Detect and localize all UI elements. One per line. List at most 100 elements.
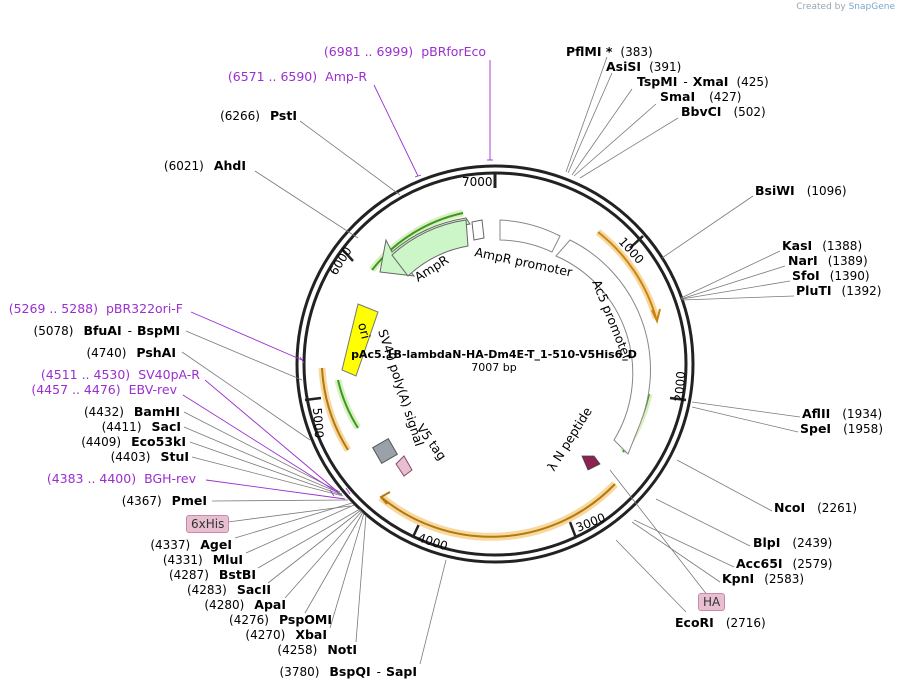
enzyme-kpni[interactable]: KpnI (2583)	[722, 571, 804, 586]
enzyme-smai[interactable]: SmaI(427)	[660, 89, 741, 104]
orf-green-left-line	[337, 379, 359, 429]
tag-ha[interactable]: HA	[698, 593, 726, 611]
ampr-promoter-box[interactable]	[471, 219, 485, 241]
primer-ampr-name: Amp-R	[325, 69, 367, 84]
leader-pshai	[181, 351, 311, 441]
enzyme-stui[interactable]: (4403)StuI	[111, 449, 189, 464]
enzyme-noti[interactable]: (4258)NotI	[277, 642, 357, 657]
primer-sv40par[interactable]: (4511 .. 4530)SV40pA-R	[41, 367, 200, 382]
enzyme-pflmi[interactable]: PflMI *(383)	[566, 44, 653, 59]
enzyme-psti[interactable]: (6266)PstI	[220, 108, 297, 123]
enzyme-kpni-pos: (2583)	[764, 572, 804, 586]
primer-ebvrev[interactable]: (4457 .. 4476)EBV-rev	[31, 382, 177, 397]
primer-mark-1	[329, 489, 335, 497]
enzyme-smai-name: SmaI	[660, 89, 695, 104]
enzyme-asisi[interactable]: AsiSI(391)	[606, 59, 681, 74]
enzyme-sfoi-pos: (1390)	[830, 269, 870, 283]
enzyme-pshai[interactable]: (4740)PshAI	[86, 345, 176, 360]
tick-5000	[304, 396, 322, 402]
leader-spei	[691, 406, 799, 433]
enzyme-pluti-pos: (1392)	[842, 284, 882, 298]
tick-3000	[568, 521, 578, 539]
enzyme-bstbi[interactable]: (4287)BstBI	[169, 567, 256, 582]
enzyme-bfuai-name: BfuAI	[83, 323, 121, 338]
enzyme-bbvci[interactable]: BbvCI(502)	[681, 104, 766, 119]
leader-pflmi	[565, 56, 608, 173]
enzyme-apai[interactable]: (4280)ApaI	[204, 597, 286, 612]
ampr-body[interactable]	[391, 219, 469, 277]
sv40-feature[interactable]	[372, 438, 398, 464]
orf-arc-main-line	[380, 483, 616, 538]
primer-leader-bghrev	[205, 479, 346, 500]
lambda-n-feature[interactable]	[581, 455, 601, 471]
enzyme-ecori[interactable]: EcoRI(2716)	[675, 615, 766, 630]
enzyme-bspmi-name: BspMI	[137, 323, 180, 338]
enzyme-ahdi[interactable]: (6021)AhdI	[164, 158, 246, 173]
enzyme-blpi[interactable]: BlpI(2439)	[753, 535, 832, 550]
enzyme-kpni-name: KpnI	[722, 571, 754, 586]
enzyme-pluti-name: PluTI	[796, 283, 832, 298]
tag-6xhis[interactable]: 6xHis	[186, 515, 230, 533]
primer-ampr[interactable]: (6571 .. 6590) Amp-R	[228, 69, 367, 84]
enzyme-agei-pos: (4337)	[150, 538, 190, 552]
enzyme-sfoi[interactable]: SfoI(1390)	[792, 268, 870, 283]
enzyme-pmei-name: PmeI	[172, 493, 207, 508]
enzyme-bspqi[interactable]: (3780)BspQI-SapI	[280, 664, 418, 679]
enzyme-spei[interactable]: SpeI(1958)	[800, 421, 883, 436]
enzyme-tspmi-name: TspMI	[637, 74, 677, 89]
leader-bsiwi	[661, 195, 754, 259]
primer-pbrforeco[interactable]: (6981 .. 6999)pBRforEco	[324, 44, 486, 59]
plasmid-name: pAc5.1B-lambdaN-HA-Dm4E-T_1-510-V5His6_D	[351, 348, 637, 361]
ampr-promoter-arc[interactable]	[499, 219, 561, 253]
enzyme-kasi-pos: (1388)	[822, 239, 862, 253]
primer-pbrforeco-name: pBRforEco	[421, 44, 486, 59]
leader-ncoi	[676, 459, 773, 512]
enzyme-xbai[interactable]: (4270)XbaI	[245, 627, 327, 642]
leader-pmei	[211, 499, 349, 502]
leader-mlui	[245, 504, 355, 554]
enzyme-apai-name: ApaI	[254, 597, 286, 612]
enzyme-ahdi-pos: (6021)	[164, 159, 204, 173]
tick-6000	[342, 249, 354, 262]
enzyme-sacii-pos: (4283)	[187, 583, 227, 597]
primer-bghrev-name: BGH-rev	[144, 471, 197, 486]
enzyme-eco53ki[interactable]: (4409)Eco53kI	[81, 434, 186, 449]
enzyme-pflmi-pos: (383)	[620, 45, 652, 59]
enzyme-tspmi[interactable]: TspMI-XmaI(425)	[637, 74, 769, 89]
enzyme-nari[interactable]: NarI(1389)	[788, 253, 868, 268]
primer-pbr322ori[interactable]: (5269 .. 5288)pBR322ori-F	[9, 301, 183, 316]
enzyme-saci[interactable]: (4411)SacI	[102, 419, 181, 434]
enzyme-bamhi[interactable]: (4432)BamHI	[84, 404, 180, 419]
orf-arc-1-line	[597, 231, 657, 319]
enzyme-acc65i[interactable]: Acc65I(2579)	[736, 556, 832, 571]
enzyme-aflii[interactable]: AflII(1934)	[802, 406, 882, 421]
leader-bamhi	[183, 411, 341, 493]
primer-ampr-range: (6571 .. 6590)	[228, 69, 317, 84]
enzyme-ecori-name: EcoRI	[675, 615, 714, 630]
enzyme-kasi[interactable]: KasI(1388)	[782, 238, 862, 253]
enzyme-sapi-name: SapI	[386, 664, 417, 679]
leader-smai	[573, 103, 657, 177]
primer-bghrev-range: (4383 .. 4400)	[47, 471, 136, 486]
enzyme-ncoi[interactable]: NcoI(2261)	[774, 500, 857, 515]
enzyme-sacii[interactable]: (4283)SacII	[187, 582, 271, 597]
v5-feature[interactable]	[395, 455, 413, 477]
enzyme-pluti[interactable]: PluTI (1392)	[796, 283, 881, 298]
primer-ebvrev-name: EBV-rev	[129, 382, 178, 397]
leader-blpi	[655, 498, 751, 547]
enzyme-bfuai[interactable]: (5078)BfuAI-BspMI	[34, 323, 180, 338]
leader-psti	[299, 120, 401, 196]
enzyme-eco53ki-pos: (4409)	[81, 435, 121, 449]
enzyme-agei[interactable]: (4337)AgeI	[150, 537, 232, 552]
leader-kasi	[680, 250, 781, 299]
enzyme-mlui[interactable]: (4331)MluI	[163, 552, 243, 567]
ac5-promoter-arc[interactable]	[555, 239, 651, 455]
enzyme-pspomi[interactable]: (4276)PspOMI	[229, 612, 332, 627]
enzyme-bsiwi[interactable]: BsiWI(1096)	[755, 183, 847, 198]
credit-prefix: Created by	[796, 2, 846, 12]
enzyme-pmei[interactable]: (4367)PmeI	[122, 493, 207, 508]
primer-bghrev[interactable]: (4383 .. 4400) BGH-rev	[47, 471, 197, 486]
ori-feature[interactable]	[341, 303, 379, 377]
tick-1000	[629, 235, 644, 249]
orf-arc-1-head	[651, 308, 661, 325]
